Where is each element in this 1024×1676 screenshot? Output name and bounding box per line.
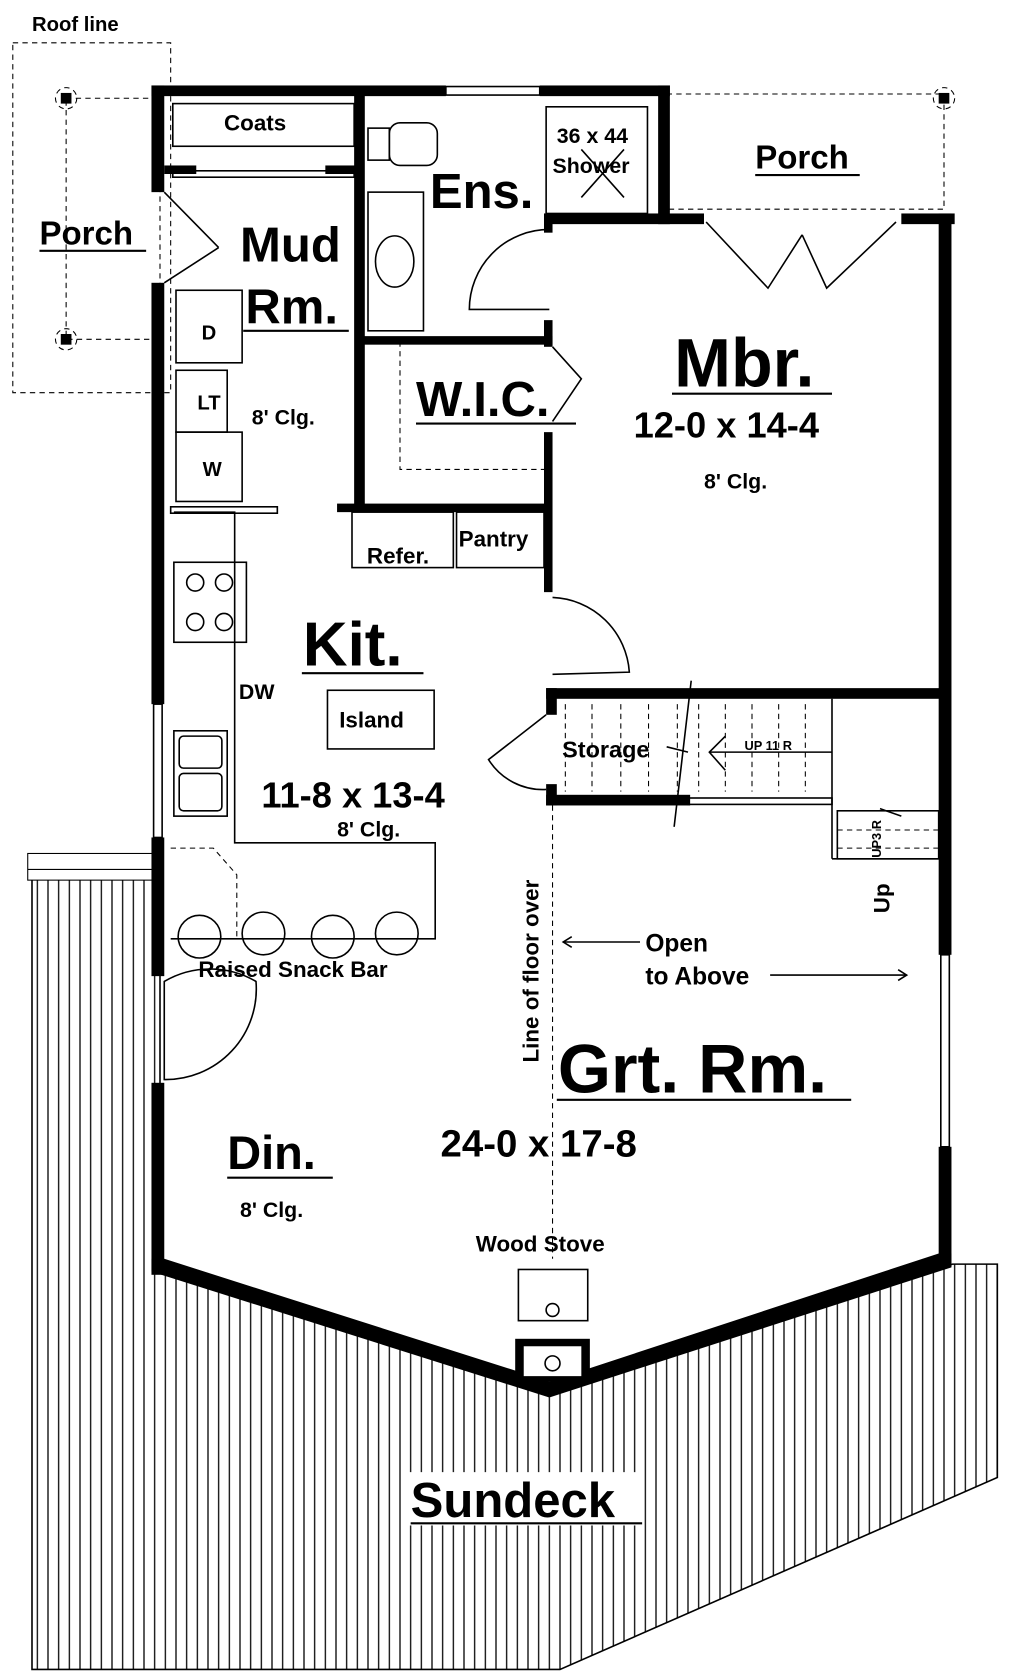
- laundry-tub-label: LT: [197, 393, 221, 415]
- up-label: Up: [870, 883, 895, 913]
- washer-label: W: [203, 459, 223, 481]
- wic-label: W.I.C.: [416, 373, 550, 427]
- line-of-floor-over-label: Line of floor over: [519, 879, 544, 1062]
- storage-label: Storage: [562, 736, 649, 762]
- stairs: [552, 680, 940, 1259]
- mbr-size-label: 12-0 x 14-4: [634, 404, 819, 445]
- mud-rm-label-2: Rm.: [245, 280, 338, 334]
- dw-label: DW: [239, 680, 275, 704]
- labels: Roof line Porch Porch Coats Mud Rm. D LT…: [32, 14, 895, 1528]
- mbr-clg-label: 8' Clg.: [704, 470, 767, 494]
- ens-label: Ens.: [430, 165, 534, 219]
- shower-label: Shower: [553, 154, 630, 178]
- grt-rm-label: Grt. Rm.: [558, 1031, 827, 1107]
- doors: [163, 191, 897, 1081]
- up-3r-label: UP3 R: [869, 820, 884, 858]
- din-clg-label: 8' Clg.: [240, 1198, 303, 1222]
- up-11r-label: UP 11 R: [745, 738, 792, 753]
- wood-stove-label: Wood Stove: [476, 1231, 605, 1256]
- mud-rm-label-1: Mud: [240, 218, 341, 272]
- coats-label: Coats: [224, 110, 286, 135]
- kit-size-label: 11-8 x 13-4: [261, 775, 444, 816]
- roof-line: [12, 42, 956, 394]
- kit-label: Kit.: [303, 611, 403, 680]
- sundeck-label: Sundeck: [411, 1474, 616, 1528]
- shower-size-label: 36 x 44: [557, 124, 628, 148]
- pantry-label: Pantry: [459, 526, 529, 551]
- refer-label: Refer.: [367, 543, 429, 568]
- open-label: Open: [645, 931, 708, 958]
- roof-line-label: Roof line: [32, 14, 119, 36]
- porch-right-label: Porch: [755, 140, 849, 177]
- raised-snack-bar-label: Raised Snack Bar: [198, 957, 387, 982]
- exterior-walls: [151, 85, 955, 1398]
- fixtures: [169, 102, 649, 1382]
- mbr-label: Mbr.: [674, 325, 814, 401]
- to-above-label: to Above: [645, 964, 749, 991]
- island-label: Island: [339, 708, 404, 733]
- mud-clg-label: 8' Clg.: [252, 406, 315, 430]
- grt-size-label: 24-0 x 17-8: [441, 1122, 637, 1165]
- porch-left-label: Porch: [39, 215, 133, 252]
- dryer-label: D: [202, 322, 217, 344]
- kit-clg-label: 8' Clg.: [337, 817, 400, 841]
- interior-walls: [164, 90, 943, 860]
- din-label: Din.: [227, 1127, 316, 1179]
